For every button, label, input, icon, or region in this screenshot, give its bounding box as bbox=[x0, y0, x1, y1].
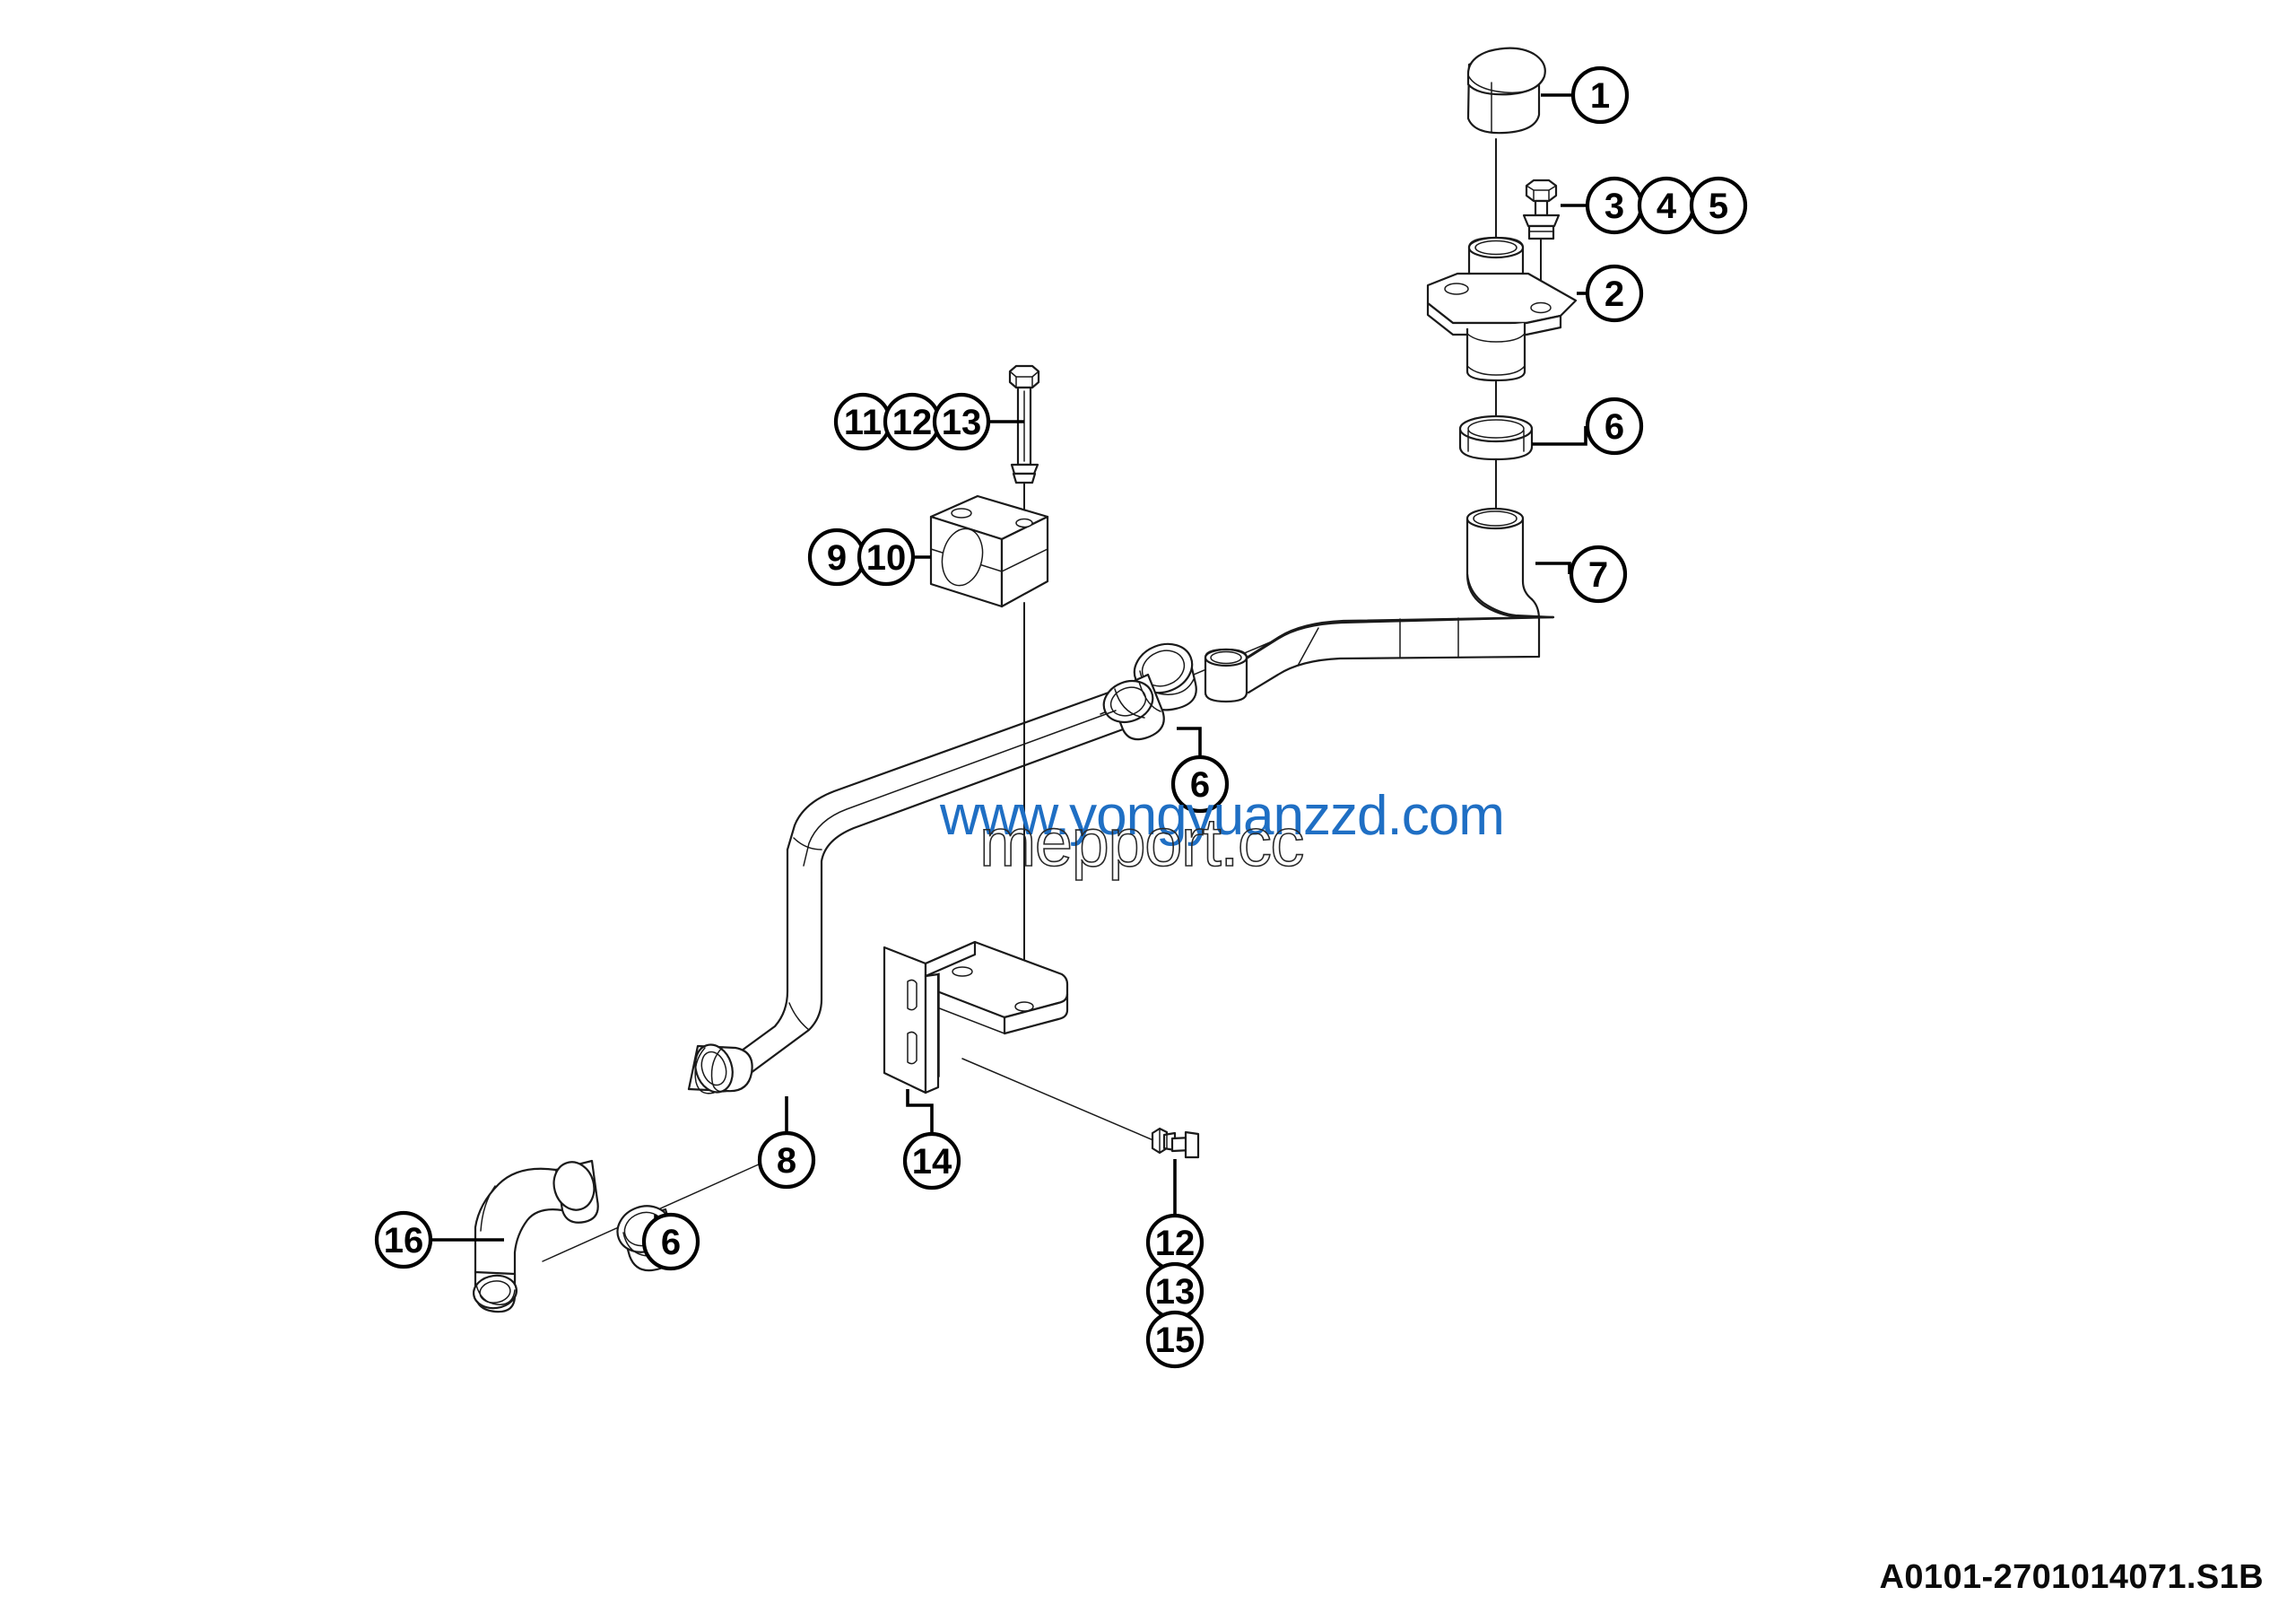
drawing-code: A0101-2701014071.S1B bbox=[1879, 1558, 2264, 1596]
callout-label: 9 bbox=[827, 538, 847, 578]
callout-label: 15 bbox=[1155, 1321, 1196, 1360]
part-mounting-bracket bbox=[883, 940, 1069, 1094]
callout-4[interactable]: 4 bbox=[1637, 176, 1696, 235]
callout-5[interactable]: 5 bbox=[1689, 176, 1748, 235]
assembly-center-lines bbox=[542, 138, 1542, 1262]
part-lower-filler-elbow bbox=[473, 1159, 599, 1313]
callout-label: 6 bbox=[1605, 407, 1624, 447]
callout-label: 3 bbox=[1605, 187, 1624, 226]
callout-1[interactable]: 1 bbox=[1570, 65, 1630, 125]
callout-label: 13 bbox=[1155, 1272, 1196, 1312]
callout-label: 8 bbox=[777, 1141, 796, 1181]
callout-leader-lines bbox=[432, 93, 1587, 1260]
part-clamp-block bbox=[929, 494, 1049, 608]
part-bracket-bolt bbox=[1151, 1127, 1200, 1159]
callout-12-top[interactable]: 12 bbox=[883, 392, 942, 451]
part-clamp-bolt bbox=[1008, 364, 1040, 484]
callout-bubbles[interactable]: 1 3 4 5 2 6 7 bbox=[374, 65, 1748, 1369]
part-flange-bolt-stack bbox=[1522, 179, 1561, 240]
part-filler-neck-flange bbox=[1426, 236, 1578, 382]
callout-15[interactable]: 15 bbox=[1145, 1310, 1205, 1369]
callout-13-bottom[interactable]: 13 bbox=[1145, 1261, 1205, 1321]
callout-10[interactable]: 10 bbox=[857, 528, 916, 587]
callout-label: 11 bbox=[844, 403, 882, 442]
callout-label: 16 bbox=[384, 1221, 424, 1260]
callout-label: 6 bbox=[661, 1223, 681, 1262]
callout-label: 6 bbox=[1190, 765, 1210, 805]
part-upper-filler-pipe bbox=[1204, 507, 1555, 703]
callout-9[interactable]: 9 bbox=[807, 528, 866, 587]
callout-label: 2 bbox=[1605, 275, 1624, 314]
part-middle-filler-pipe bbox=[687, 673, 1165, 1094]
callout-3[interactable]: 3 bbox=[1585, 176, 1644, 235]
callout-label: 13 bbox=[942, 403, 982, 442]
callout-2[interactable]: 2 bbox=[1585, 264, 1644, 323]
callout-6-middle[interactable]: 6 bbox=[1170, 754, 1230, 814]
callout-14[interactable]: 14 bbox=[902, 1131, 961, 1190]
callout-6-lower[interactable]: 6 bbox=[641, 1212, 700, 1271]
callout-label: 7 bbox=[1588, 555, 1608, 595]
callout-12-bottom[interactable]: 12 bbox=[1145, 1213, 1205, 1272]
callout-6-upper[interactable]: 6 bbox=[1585, 397, 1644, 456]
callout-label: 14 bbox=[912, 1142, 952, 1182]
callout-7[interactable]: 7 bbox=[1569, 545, 1628, 604]
callout-label: 12 bbox=[1155, 1224, 1196, 1263]
callout-label: 5 bbox=[1709, 187, 1728, 226]
callout-11[interactable]: 11 bbox=[833, 392, 892, 451]
callout-16[interactable]: 16 bbox=[374, 1210, 433, 1269]
part-filler-cap bbox=[1466, 47, 1546, 135]
callout-label: 1 bbox=[1590, 76, 1610, 116]
callout-label: 10 bbox=[866, 538, 907, 578]
callout-label: 12 bbox=[892, 403, 933, 442]
callout-8[interactable]: 8 bbox=[757, 1130, 816, 1190]
callout-label: 4 bbox=[1657, 187, 1677, 226]
part-seal-ring-upper bbox=[1458, 414, 1534, 461]
callout-13-top[interactable]: 13 bbox=[932, 392, 991, 451]
